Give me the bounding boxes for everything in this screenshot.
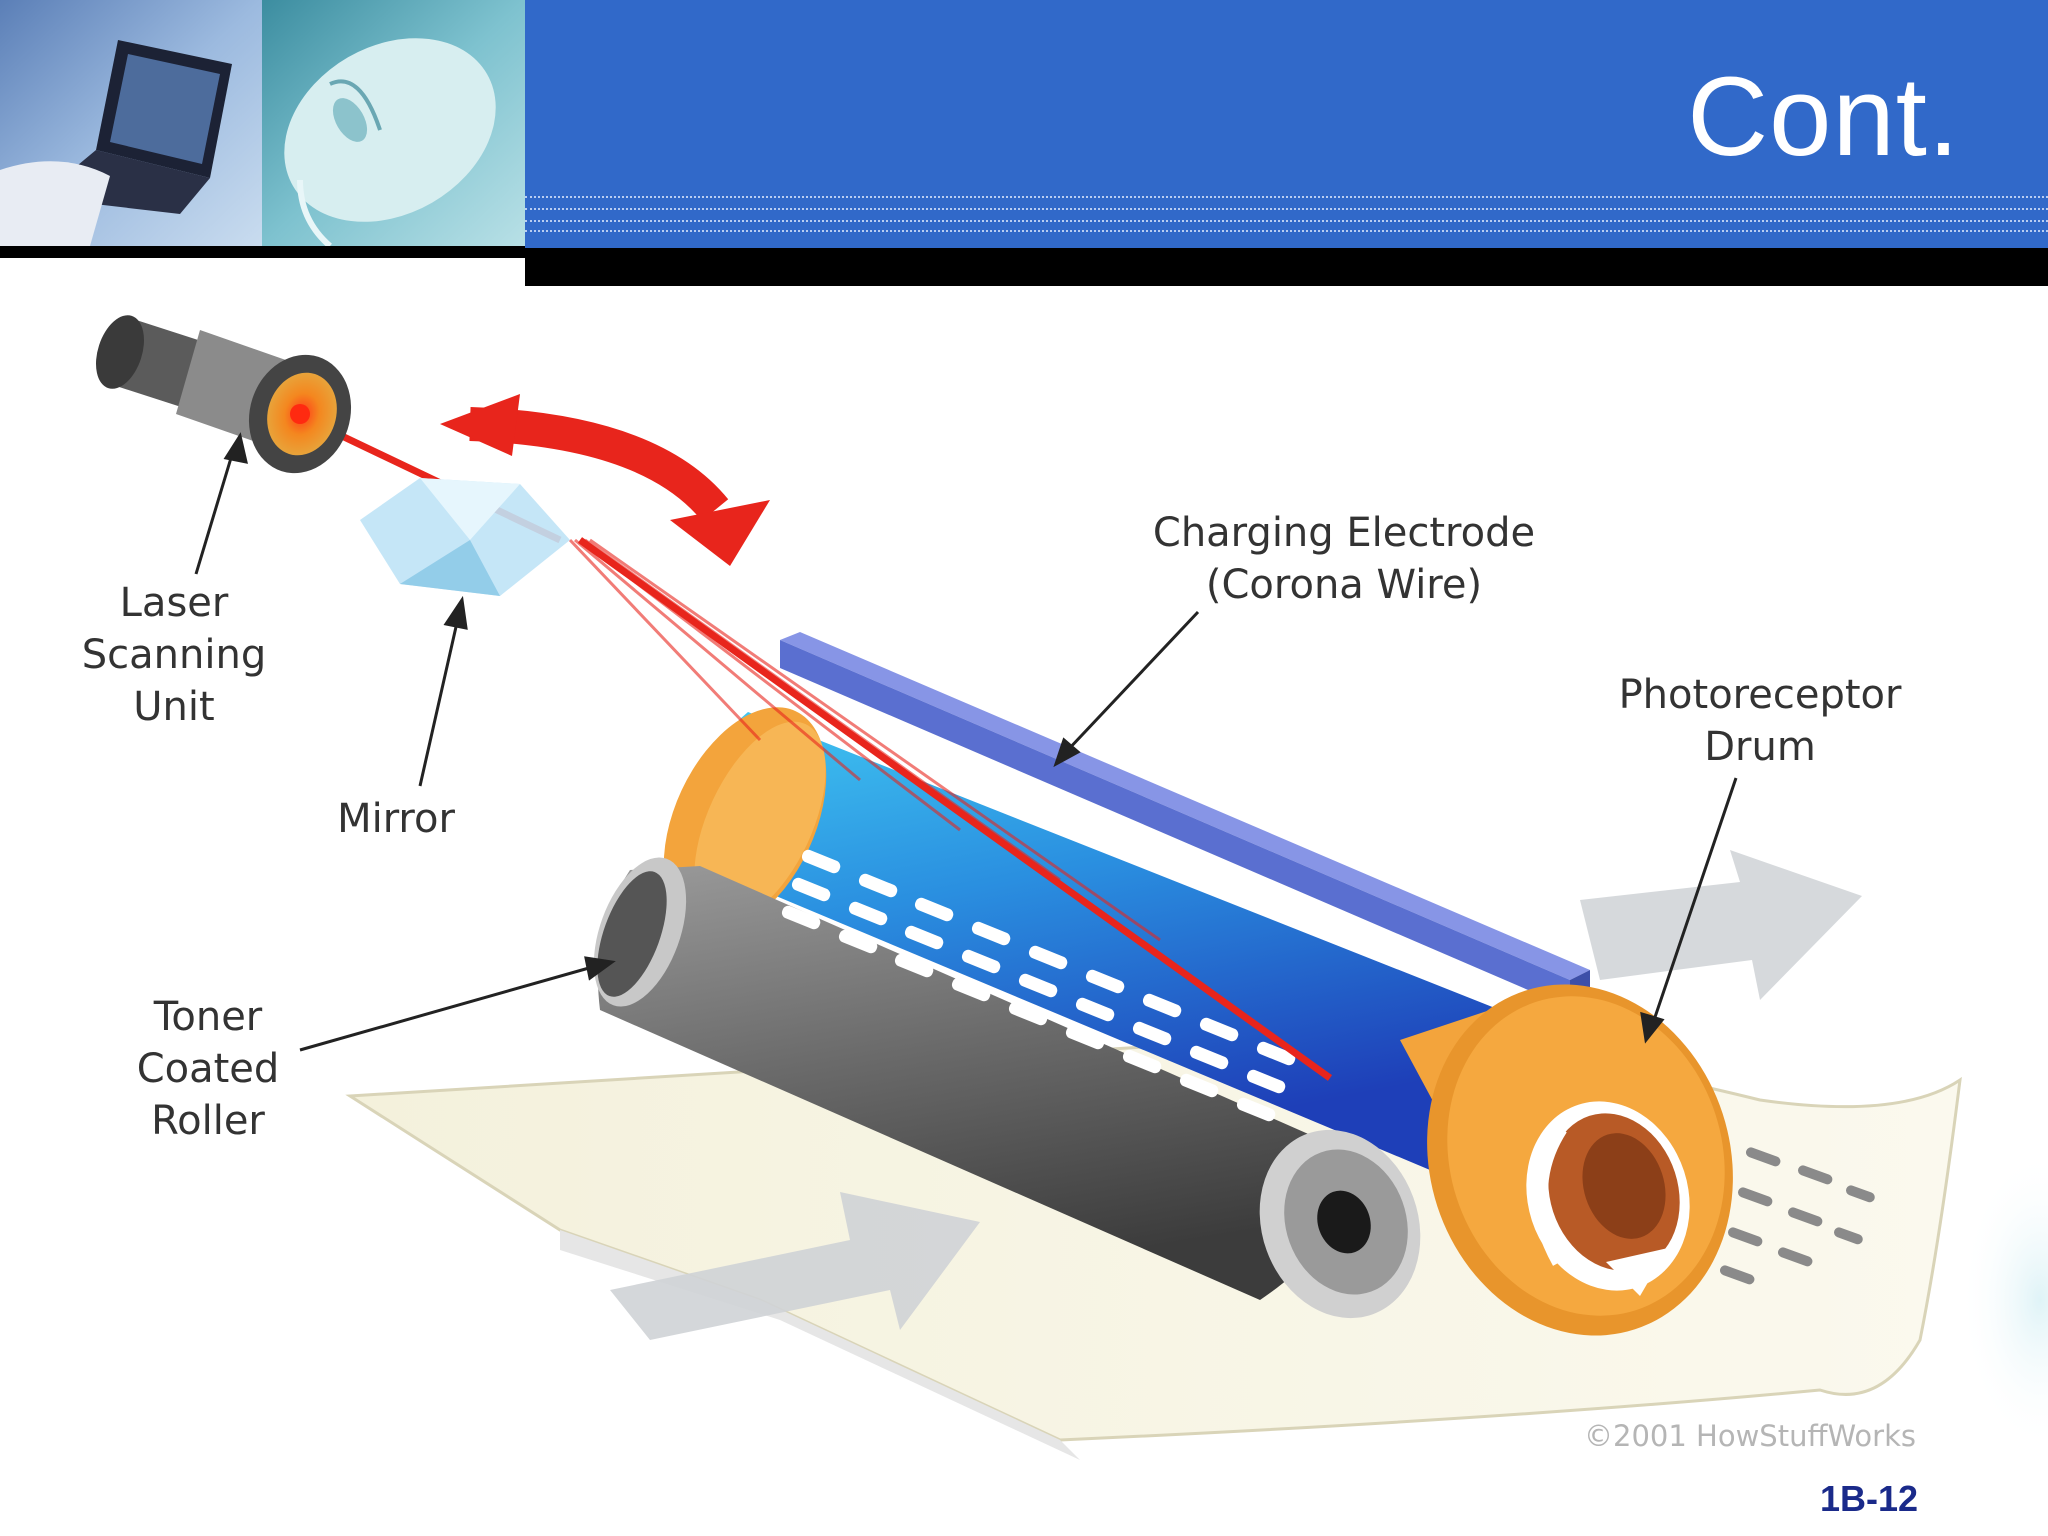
label-drum-1: Photoreceptor — [1619, 672, 1902, 718]
mirror-rotation-arrow — [440, 394, 770, 566]
label-laser-3: Unit — [133, 684, 214, 730]
label-laser-2: Scanning — [82, 632, 266, 678]
header-photo-strip — [0, 0, 525, 246]
printed-marks — [1719, 1147, 1875, 1285]
paper-direction-arrow-top — [1580, 850, 1862, 1000]
mirror — [360, 478, 570, 596]
label-toner-2: Coated — [137, 1046, 280, 1092]
callout-lines — [194, 432, 1738, 1052]
laser-beams — [568, 537, 1333, 1081]
label-drum-2: Drum — [1704, 724, 1816, 770]
toner-coated-roller — [593, 857, 1421, 1319]
label-toner-3: Roller — [151, 1098, 265, 1144]
label-toner-1: Toner — [153, 994, 263, 1040]
slide-number: 1B-12 — [1820, 1478, 1919, 1519]
paper-direction-arrow-bottom — [610, 1192, 980, 1340]
laser-scanning-unit — [96, 315, 352, 474]
header-photo-underline — [0, 246, 525, 258]
header-bar — [525, 0, 2048, 248]
copyright-notice: ©2001 HowStuffWorks — [1584, 1419, 1916, 1453]
label-electrode-2: (Corona Wire) — [1206, 562, 1482, 608]
label-laser-1: Laser — [120, 580, 229, 626]
label-mirror: Mirror — [337, 796, 455, 842]
label-electrode-1: Charging Electrode — [1153, 510, 1535, 556]
slide-title: Cont. — [1687, 54, 1960, 179]
header-underline — [525, 248, 2048, 286]
toner-image-marks — [781, 849, 1296, 1122]
